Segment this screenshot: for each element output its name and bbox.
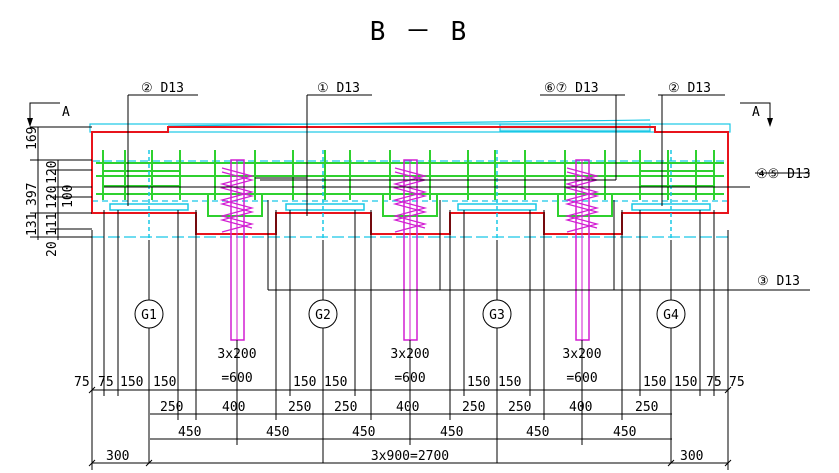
dim1-150-h: 150 bbox=[674, 375, 697, 390]
section-mark-left-label: A bbox=[62, 105, 70, 120]
dim3-450-a: 450 bbox=[178, 425, 201, 440]
dim2-400-b: 400 bbox=[396, 400, 419, 415]
vertical-dimension-labels: 169 397 120 120 100 131 111 20 bbox=[25, 127, 76, 257]
girder-g3: G3 bbox=[482, 240, 512, 463]
vdim-100: 100 bbox=[61, 185, 76, 208]
dim2-250-f: 250 bbox=[635, 400, 658, 415]
drawing-title: B － B bbox=[370, 17, 469, 47]
dim3-450-e: 450 bbox=[526, 425, 549, 440]
dim3-450-b: 450 bbox=[266, 425, 289, 440]
dim2-250-a: 250 bbox=[160, 400, 183, 415]
dim1-75-d: 75 bbox=[729, 375, 745, 390]
vdim-397: 397 bbox=[25, 183, 40, 206]
vdim-111: 111 bbox=[45, 213, 60, 236]
girder-g4-label: G4 bbox=[663, 308, 679, 323]
section-mark-right-label: A bbox=[752, 105, 760, 120]
dim2-400-c: 400 bbox=[569, 400, 592, 415]
dim1-150-a: 150 bbox=[120, 375, 143, 390]
girder-g2-label: G2 bbox=[315, 308, 331, 323]
vdim-20: 20 bbox=[45, 241, 60, 257]
dim1-150-b: 150 bbox=[153, 375, 176, 390]
callout-rebar-6-7: ⑥⑦ D13 bbox=[544, 81, 599, 96]
callout-rebar-3: ③ D13 bbox=[757, 274, 800, 289]
vdim-131: 131 bbox=[25, 213, 40, 236]
dimension-row-2: 250 400 250 250 400 250 250 400 250 bbox=[160, 400, 658, 415]
section-mark-left: A bbox=[27, 102, 70, 127]
dim4-total: 3x900=2700 bbox=[371, 449, 449, 464]
dim2-250-b: 250 bbox=[288, 400, 311, 415]
vertical-dimension-chain bbox=[30, 126, 92, 240]
callout-rebar-2-right: ② D13 bbox=[668, 81, 711, 96]
vdim-169: 169 bbox=[25, 127, 40, 150]
dim1-150-d: 150 bbox=[324, 375, 347, 390]
dim4-300-right: 300 bbox=[680, 449, 703, 464]
dim2-250-d: 250 bbox=[462, 400, 485, 415]
girder-g4: G4 bbox=[656, 240, 686, 463]
dim2-400-a: 400 bbox=[222, 400, 245, 415]
callout-leaders bbox=[104, 94, 810, 291]
callout-rebar-1: ① D13 bbox=[317, 81, 360, 96]
callout-rebar-4-5: ④⑤ D13 bbox=[756, 167, 811, 182]
dim1-150-e: 150 bbox=[467, 375, 490, 390]
dim3-450-d: 450 bbox=[440, 425, 463, 440]
dim3-450-f: 450 bbox=[613, 425, 636, 440]
horizontal-dimension-lines bbox=[91, 210, 729, 470]
callout-rebar-2-left: ② D13 bbox=[141, 81, 184, 96]
dim1-75-a: 75 bbox=[74, 375, 90, 390]
vdim-120-a: 120 bbox=[45, 161, 60, 184]
dim1-75-c: 75 bbox=[706, 375, 722, 390]
section-mark-right: A bbox=[740, 102, 773, 127]
girder-g1-label: G1 bbox=[141, 308, 157, 323]
dim2-250-c: 250 bbox=[334, 400, 357, 415]
dim1-150-g: 150 bbox=[643, 375, 666, 390]
girder-g3-label: G3 bbox=[489, 308, 505, 323]
vdim-120-b: 120 bbox=[45, 186, 60, 209]
dim4-300-left: 300 bbox=[106, 449, 129, 464]
dim1-150-c: 150 bbox=[293, 375, 316, 390]
dim1-150-f: 150 bbox=[498, 375, 521, 390]
girder-g2: G2 bbox=[308, 240, 338, 463]
dim2-250-e: 250 bbox=[508, 400, 531, 415]
dimension-ticks bbox=[88, 386, 732, 467]
dimension-row-4: 300 3x900=2700 300 bbox=[106, 449, 703, 464]
girder-g1: G1 bbox=[134, 240, 164, 463]
dimension-row-1: 75 75 150 150 150 150 150 150 150 150 75… bbox=[74, 375, 745, 390]
dim3-450-c: 450 bbox=[352, 425, 375, 440]
dimension-row-3: 450 450 450 450 450 450 bbox=[178, 425, 636, 440]
girder-flanges bbox=[109, 150, 711, 240]
dim1-75-b: 75 bbox=[98, 375, 114, 390]
